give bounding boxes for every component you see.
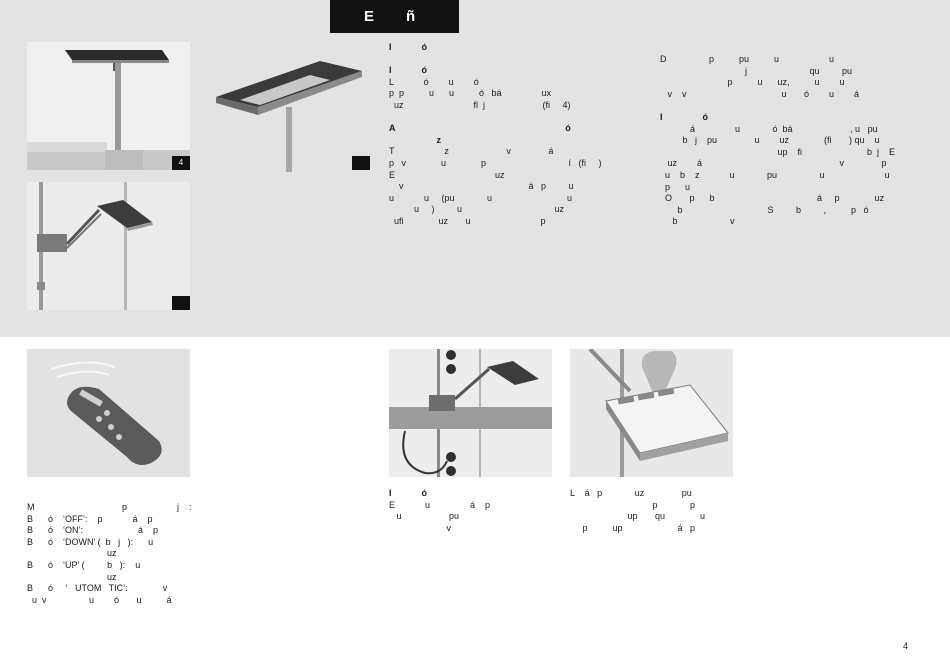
- paragraph-gap: [389, 112, 602, 124]
- text-line: p v u p í (fi ): [389, 157, 602, 168]
- text-line: u v u ó u á: [27, 594, 172, 605]
- wall-lamp-photo: [27, 182, 190, 310]
- text-line: p u uz, u u: [660, 77, 845, 88]
- heading-line: A ó: [389, 123, 571, 134]
- text-line: up qu u: [570, 511, 706, 522]
- text-line: up fi b j E: [660, 146, 896, 157]
- text-line: uz fl j (fi 4): [389, 99, 571, 110]
- control-panel-photo: [570, 349, 733, 477]
- text-line: B ó ‘ UTOM TIC’: v: [27, 583, 168, 594]
- heading-line: I ó: [389, 42, 428, 52]
- text-line: uz á v p: [660, 158, 887, 169]
- text-line: T z v á: [389, 146, 554, 157]
- text-line: u pu: [389, 511, 460, 522]
- text-line: j qu pu: [660, 65, 853, 76]
- section-title: E ñ: [330, 0, 459, 33]
- text-line: O p b á p uz: [660, 193, 885, 204]
- paragraph-gap: [389, 54, 602, 66]
- lamp-angled-photo: [210, 45, 372, 172]
- text-line: uz: [27, 571, 117, 582]
- heading-line: z: [389, 134, 442, 145]
- text-line: b v: [660, 216, 735, 227]
- figure-badge-3: [172, 296, 190, 310]
- text-line: v v u ó u á: [660, 88, 860, 99]
- text-line: b S b , p ó: [660, 204, 869, 215]
- text-line: E u á p: [389, 499, 491, 510]
- text-line: u b z u pu u u: [660, 169, 890, 180]
- text-column-control-panel: L á p uz pu p p up qu u p up á p: [570, 488, 705, 534]
- text-line: B ó ‘DOWN’ ( b j ): u: [27, 536, 154, 547]
- text-line: p p: [570, 499, 696, 510]
- text-line: u u (pu u u: [389, 192, 573, 203]
- text-line: p p u u ó bá ux: [389, 88, 552, 99]
- figure-4-badge: 4: [172, 156, 190, 170]
- heading-line: I ó: [389, 65, 428, 76]
- text-line: L ó u ó: [389, 76, 479, 87]
- paragraph-gap: [660, 100, 895, 112]
- text-line: v á p u: [389, 181, 574, 192]
- text-line: D p pu u u: [660, 54, 835, 64]
- heading-line: I ó: [389, 488, 428, 498]
- text-line: L á p uz pu: [570, 488, 692, 498]
- page-number: 4: [903, 641, 909, 651]
- text-line: M p j :: [27, 502, 192, 512]
- text-line: p up á p: [570, 522, 696, 533]
- text-column-operation: D p pu u u j qu pu p u uz, u: [660, 54, 895, 228]
- wall-mount-installation-photo: [389, 349, 552, 477]
- text-line: v: [389, 522, 452, 533]
- figure-badge-2: [352, 156, 370, 170]
- text-line: ufi uz u p: [389, 215, 546, 226]
- text-line: p u: [660, 181, 691, 192]
- heading-line: I ó: [660, 111, 709, 122]
- text-line: b j pu u uz (fi ) qu u: [660, 135, 880, 146]
- text-line: á u ó bá , u pu: [660, 123, 878, 134]
- text-line: uz: [27, 548, 117, 559]
- text-line: B ó ‘OFF’: p á p: [27, 513, 153, 524]
- text-line: E uz: [389, 169, 505, 180]
- text-line: u ) u uz: [389, 204, 565, 215]
- remote-control-photo: [27, 349, 190, 477]
- text-line: B ó ‘ON’: á p: [27, 525, 159, 536]
- text-line: B ó ‘UP’ ( b ): u: [27, 559, 141, 570]
- floor-lamp-photo: [27, 42, 190, 170]
